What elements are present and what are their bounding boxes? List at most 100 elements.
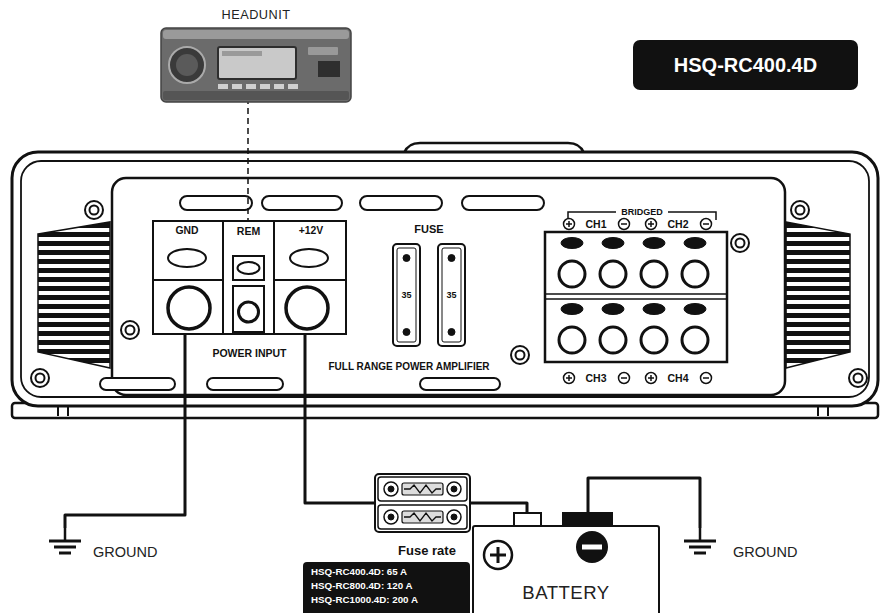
headunit: HEADUNIT bbox=[160, 5, 352, 98]
amplifier-body bbox=[21, 161, 869, 397]
terminal-picture bbox=[290, 249, 328, 267]
ground-symbol bbox=[684, 540, 716, 543]
speaker-terminal bbox=[682, 327, 708, 353]
heat-sink-fins bbox=[776, 214, 866, 372]
model-name: HSQ-RC400.4D bbox=[674, 54, 817, 77]
heat-sink-fins bbox=[776, 322, 866, 327]
ground-symbol bbox=[694, 552, 706, 555]
power-terminal: GND bbox=[152, 220, 222, 335]
inline-fuse-holder bbox=[451, 486, 457, 492]
headunit-picture bbox=[222, 51, 262, 56]
blade-fuse bbox=[448, 255, 455, 262]
headunit-picture bbox=[163, 30, 349, 39]
screw bbox=[854, 374, 863, 383]
ground: GROUND bbox=[45, 528, 175, 568]
headunit-picture bbox=[308, 47, 338, 55]
battery-polarity bbox=[497, 547, 500, 563]
polarity-symbol bbox=[619, 373, 630, 384]
ground-symbol bbox=[49, 540, 81, 543]
inline-fuse-holder bbox=[384, 510, 398, 524]
heat-sink-fins bbox=[30, 241, 120, 246]
speaker-terminal bbox=[600, 327, 626, 353]
headunit-picture bbox=[218, 84, 228, 89]
headunit-picture bbox=[169, 47, 205, 83]
speaker-terminal bbox=[559, 238, 708, 354]
screw bbox=[849, 369, 867, 387]
speaker-terminal-block bbox=[545, 232, 727, 362]
wire bbox=[248, 98, 249, 220]
fuse-rating: 35 bbox=[446, 290, 456, 300]
polarity-symbol bbox=[646, 373, 657, 384]
inline-fuse-holder bbox=[451, 514, 457, 520]
speaker-terminal-block bbox=[545, 298, 727, 300]
polarity-symbol bbox=[619, 219, 630, 230]
heat-sink-outline bbox=[38, 222, 110, 368]
heat-sink-fins bbox=[776, 232, 866, 237]
polarity-symbol bbox=[701, 219, 712, 230]
inline-fuse-holder bbox=[375, 474, 470, 532]
channel-label: CH2 bbox=[667, 218, 688, 230]
headunit-picture bbox=[218, 47, 296, 79]
inline-fuse-holder bbox=[388, 514, 394, 520]
inline-fuse-holder bbox=[402, 511, 443, 523]
inline-fuse-holder bbox=[402, 483, 443, 495]
blade-fuse bbox=[442, 248, 461, 342]
vent-slot bbox=[207, 378, 283, 390]
power-input-block: POWER INPUTGNDREM+12V bbox=[152, 220, 347, 335]
headunit-picture bbox=[160, 27, 352, 103]
speaker-terminal bbox=[561, 238, 583, 249]
speaker-terminal bbox=[684, 238, 706, 249]
heat-sink-fins bbox=[30, 268, 120, 273]
terminal-picture bbox=[168, 249, 206, 267]
vent-slot bbox=[462, 196, 544, 210]
battery-polarity bbox=[484, 541, 512, 569]
heat-sink-fins bbox=[776, 268, 866, 273]
speaker-terminal bbox=[641, 327, 667, 353]
speaker-terminal bbox=[561, 304, 583, 315]
inline-fuse-holder bbox=[447, 510, 461, 524]
power-terminal: REM bbox=[222, 220, 275, 335]
polarity-symbol bbox=[646, 219, 657, 230]
heat-sink-fins bbox=[776, 259, 866, 264]
headunit-picture bbox=[288, 84, 298, 89]
bridge-label: BRIDGED bbox=[621, 207, 663, 217]
heat-sink-fins bbox=[776, 214, 866, 219]
inline-fuse-holder bbox=[384, 482, 398, 496]
screw bbox=[516, 351, 525, 360]
heat-sink-fins bbox=[30, 304, 120, 309]
ground-symbol bbox=[689, 546, 711, 549]
base-detail bbox=[817, 405, 819, 416]
headunit-picture bbox=[163, 91, 349, 100]
table-row: HSQ-RC800.4D: 120 A bbox=[303, 579, 470, 593]
screw bbox=[731, 234, 749, 252]
screw bbox=[796, 206, 805, 215]
heat-sink-fins bbox=[776, 313, 866, 318]
amplifier: FULL RANGE POWER AMPLIFIERPOWER INPUTGND… bbox=[10, 150, 880, 418]
inline-fuse-holder bbox=[388, 486, 394, 492]
base-detail bbox=[57, 405, 59, 416]
heat-sink-fins bbox=[776, 349, 866, 354]
heat-sink-fins bbox=[30, 277, 120, 282]
block-label: POWER INPUT bbox=[212, 347, 286, 359]
heat-sink-fins bbox=[776, 331, 866, 336]
screw bbox=[511, 346, 529, 364]
vent-slot bbox=[100, 196, 544, 390]
vent-slot bbox=[100, 378, 175, 390]
polarity-symbol bbox=[568, 375, 570, 381]
terminal-label: REM bbox=[224, 225, 273, 237]
battery-polarity bbox=[582, 545, 602, 550]
heat-sink-fins bbox=[30, 214, 120, 219]
polarity-symbol bbox=[621, 377, 627, 379]
heat-sink-fins bbox=[30, 295, 120, 300]
ground-label: GROUND bbox=[733, 544, 797, 560]
terminal-picture bbox=[286, 287, 328, 329]
headunit-picture bbox=[232, 84, 242, 89]
heat-sink-fins bbox=[776, 304, 866, 309]
screw bbox=[90, 206, 99, 215]
table-row: HSQ-RC400.4D: 65 A bbox=[303, 565, 470, 579]
amplifier-body bbox=[12, 143, 878, 418]
screw bbox=[36, 374, 45, 383]
ground-label: GROUND bbox=[93, 544, 157, 560]
